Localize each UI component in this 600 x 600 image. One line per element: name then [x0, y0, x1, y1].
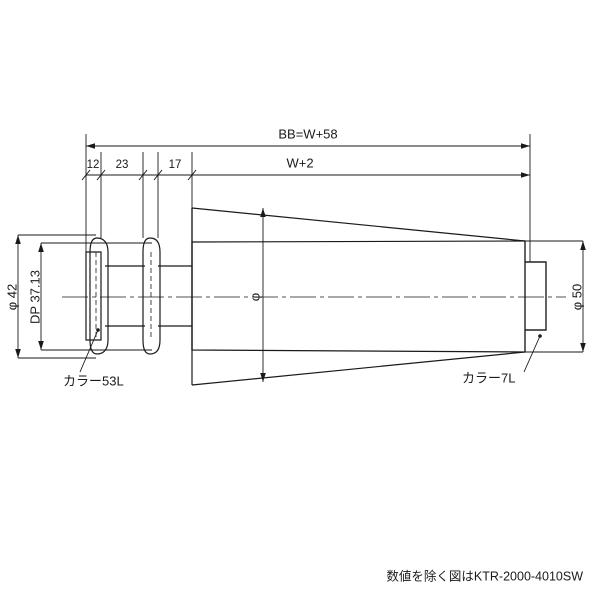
dim-left-inner-dia-label: DP 37.13: [27, 270, 42, 324]
callout-left: カラー53L: [63, 328, 124, 388]
callout-right: カラー7L: [462, 334, 542, 385]
dim-seg1-label: 12: [87, 159, 100, 171]
dim-overall-label: BB=W+58: [278, 126, 337, 141]
dim-seg4-label: W+2: [286, 155, 313, 170]
dim-seg2-label: 23: [116, 159, 129, 171]
drawing-note: 数値を除く図はKTR-2000-4010SW: [386, 568, 583, 583]
callout-left-label: カラー53L: [63, 373, 124, 388]
dim-left-outer-dia-label: φ 42: [4, 284, 19, 311]
dimension-left-inner: DP 37.13: [27, 242, 152, 351]
dim-right-dia-label: φ 50: [569, 284, 584, 311]
cone-edges: [191, 207, 526, 386]
dim-seg3-label: 17: [169, 159, 182, 171]
hidden-lines: [95, 252, 152, 340]
dimension-row-2: 12 23 17 W+2: [81, 155, 530, 181]
extension-lines-top: [85, 134, 531, 262]
dimension-left-outer: φ 42: [4, 234, 96, 359]
part-outline: [85, 208, 547, 355]
dimension-overall: BB=W+58: [86, 126, 530, 149]
dimension-center-dia: φ: [247, 208, 266, 382]
dimension-right-dia: φ 50: [525, 240, 586, 353]
callout-right-label: カラー7L: [462, 370, 515, 385]
right-collar: [525, 261, 547, 331]
